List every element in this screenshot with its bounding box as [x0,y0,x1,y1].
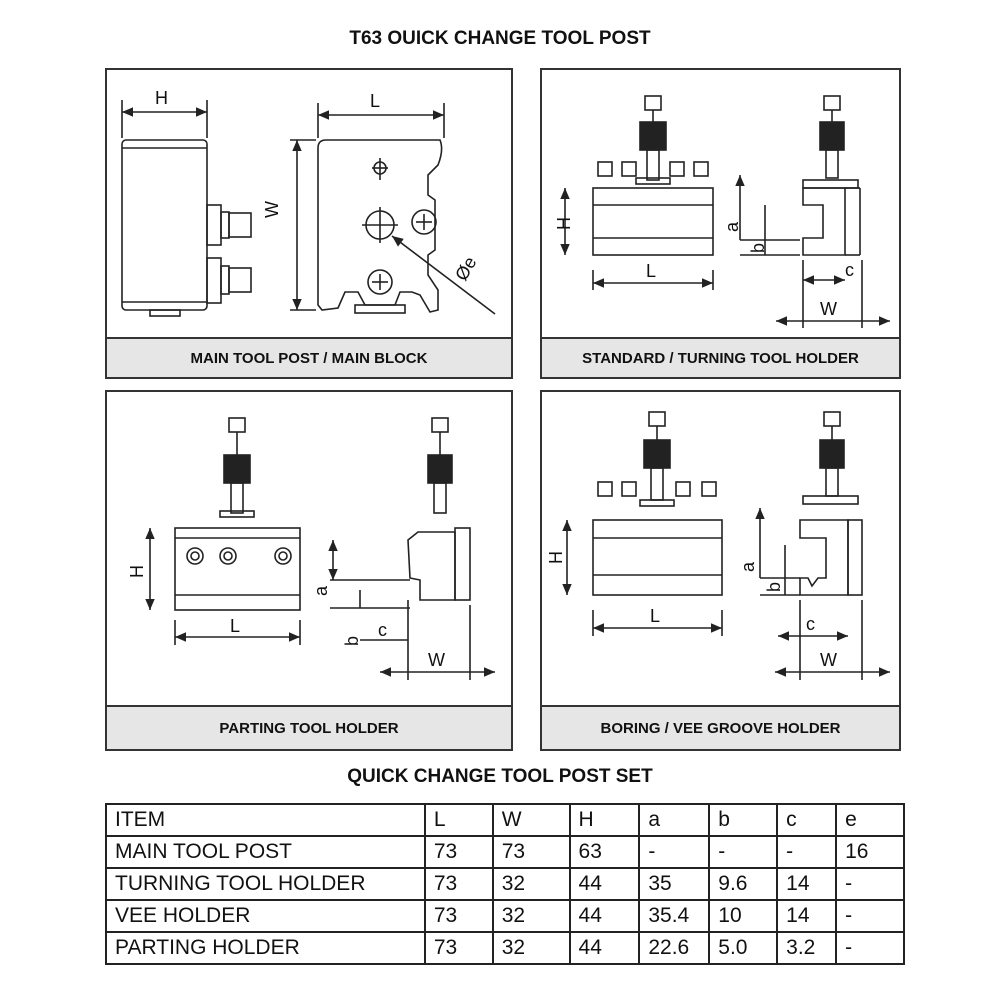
table-cell: - [835,899,905,933]
dim-label-w: W [820,650,837,670]
table-cell: 44 [568,931,641,965]
table-cell: - [776,835,838,869]
table-cell: - [835,867,905,901]
turning-holder-drawing [560,95,890,328]
table-cell: MAIN TOOL POST [105,835,426,869]
header-cell: W [491,803,571,837]
header-cell: e [835,803,905,837]
table-cell: - [638,835,711,869]
table-cell: - [835,931,905,965]
header-cell: L [423,803,494,837]
table-cell: 73 [423,867,494,901]
table-cell: PARTING HOLDER [105,931,426,965]
header-cell: H [568,803,641,837]
panel-turning-holder: STANDARD / TURNING TOOL HOLDER [540,68,901,379]
panel-boring-holder: BORING / VEE GROOVE HOLDER [540,390,901,751]
header-cell: ITEM [105,803,426,837]
dim-label-a: a [738,561,758,572]
caption-turning-holder: STANDARD / TURNING TOOL HOLDER [542,337,899,377]
table-cell: 14 [776,899,838,933]
header-cell: c [776,803,838,837]
dim-label-c: c [845,260,854,280]
table-cell: 73 [423,899,494,933]
table-cell: 44 [568,899,641,933]
header-cell: b [708,803,779,837]
boring-holder-drawing [562,411,890,680]
caption-main-tool-post: MAIN TOOL POST / MAIN BLOCK [107,337,511,377]
table-title: QUICK CHANGE TOOL POST SET [347,766,653,787]
table-cell: 32 [491,867,571,901]
panel-main-tool-post: MAIN TOOL POST / MAIN BLOCK [105,68,513,379]
dim-label-h: H [127,565,147,578]
dim-label-l: L [370,91,380,111]
dim-label-l: L [650,606,660,626]
dim-label-c: c [806,614,815,634]
caption-parting-holder: PARTING TOOL HOLDER [107,705,511,749]
table-cell: - [708,835,779,869]
table-cell: 5.0 [708,931,779,965]
parting-holder-drawing [145,417,495,680]
table-cell: 3.2 [776,931,838,965]
main-block-top-view [290,103,496,315]
table-cell: 73 [423,835,494,869]
table-cell: 35.4 [638,899,711,933]
panel-parting-holder: PARTING TOOL HOLDER [105,390,513,751]
dim-label-b: b [764,582,784,592]
table-cell: 22.6 [638,931,711,965]
table-cell: 35 [638,867,711,901]
dim-label-h: H [155,88,168,108]
table-cell: 10 [708,899,779,933]
dim-label-b: b [748,243,768,253]
dim-label-h: H [554,217,574,230]
table-cell: 32 [491,899,571,933]
dim-label-w: W [820,299,837,319]
dim-label-b: b [342,636,362,646]
table-cell: TURNING TOOL HOLDER [105,867,426,901]
table-header-row: ITEM L W H a b c e [105,803,905,837]
dim-label-l: L [230,616,240,636]
table-cell: 44 [568,867,641,901]
table-cell: 14 [776,867,838,901]
table-cell: 16 [835,835,905,869]
table-cell: 73 [423,931,494,965]
table-cell: VEE HOLDER [105,899,426,933]
dim-label-a: a [311,585,331,596]
dim-label-w: W [262,201,282,218]
dim-label-e: Øe [451,253,480,284]
dim-label-w: W [428,650,445,670]
header-cell: a [638,803,711,837]
dim-label-h: H [546,551,566,564]
dim-label-c: c [378,620,387,640]
dim-label-a: a [722,221,742,232]
table-cell: 63 [568,835,641,869]
dim-label-l: L [646,261,656,281]
page-title: T63 OUICK CHANGE TOOL POST [349,28,651,49]
caption-boring-holder: BORING / VEE GROOVE HOLDER [542,705,899,749]
table-cell: 9.6 [708,867,779,901]
table-cell: 73 [491,835,571,869]
main-block-side-view [121,100,252,317]
table-cell: 32 [491,931,571,965]
